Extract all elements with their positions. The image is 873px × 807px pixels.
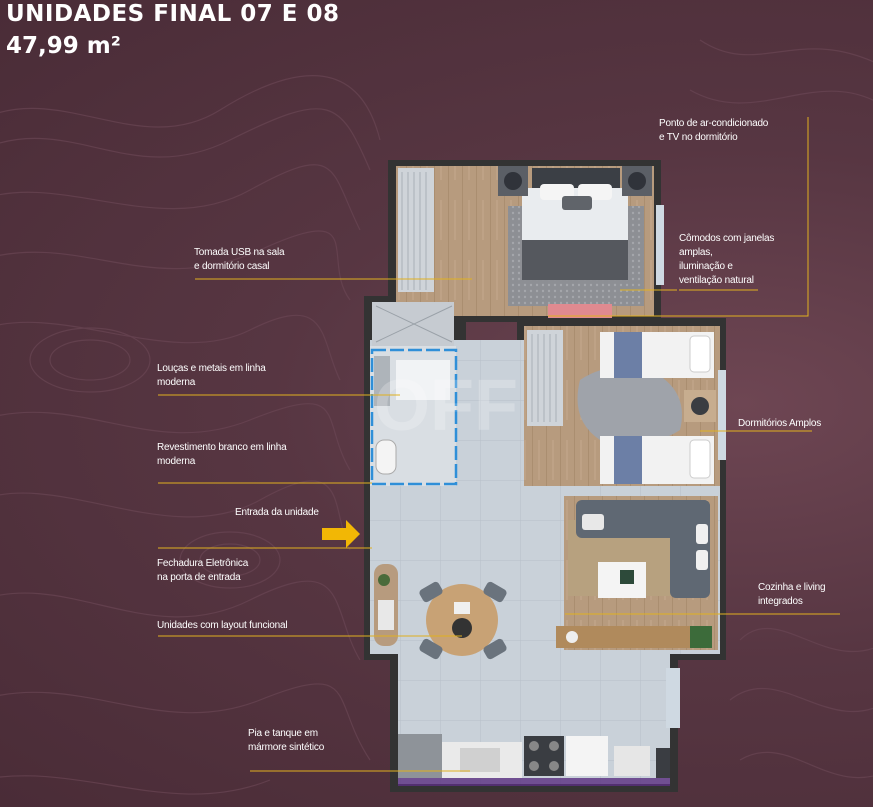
label-layout: Unidades com layout funcional — [157, 620, 288, 631]
label-revestimento: Revestimento branco em linha moderna — [157, 442, 287, 467]
label-pia: Pia e tanque em mármore sintético — [248, 728, 325, 753]
label-loucas: Louças e metais em linha moderna — [157, 363, 266, 388]
label-cozinha: Cozinha e living integrados — [758, 582, 826, 607]
label-entrada: Entrada da unidade — [235, 507, 319, 518]
label-usb: Tomada USB na sala e dormitório casal — [194, 247, 285, 272]
label-fechadura: Fechadura Eletrônica na porta de entrada — [157, 558, 249, 583]
label-ac-tv: Ponto de ar-condicionado e TV no dormitó… — [659, 118, 769, 143]
page-title: UNIDADES FINAL 07 E 08 — [6, 1, 340, 27]
unit-area: 47,99 m² — [6, 33, 121, 59]
entrance-arrow-icon — [322, 520, 360, 548]
label-dormitorios: Dormitórios Amplos — [738, 418, 822, 429]
label-windows: Cômodos com janelas amplas, iluminação e… — [679, 233, 775, 286]
svg-text:OFF: OFF — [374, 366, 518, 446]
